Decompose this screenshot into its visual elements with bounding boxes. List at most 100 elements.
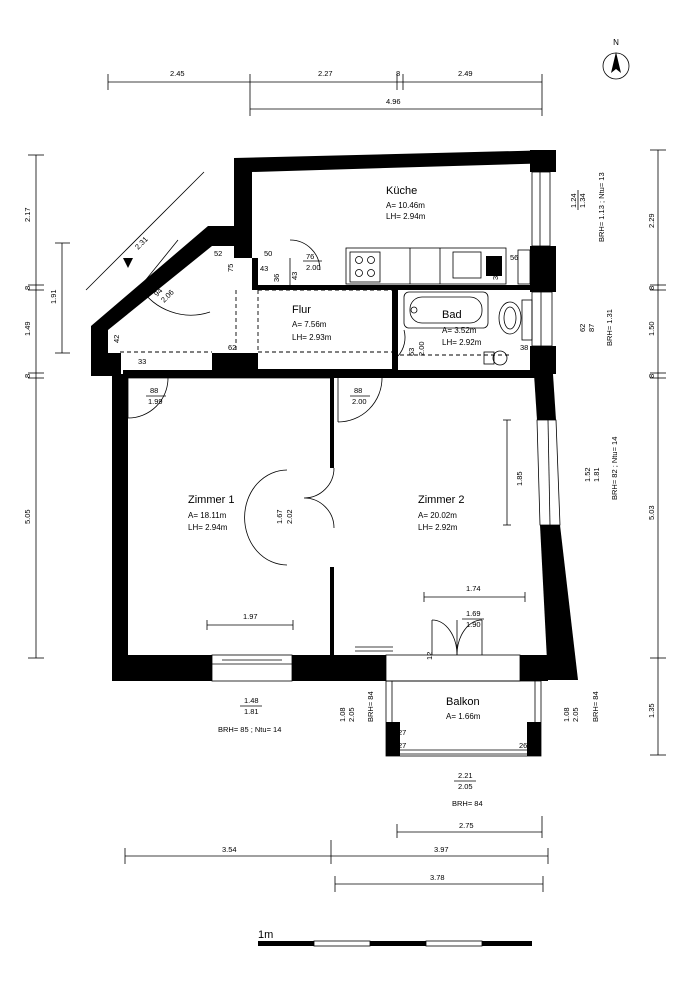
dimension-lines-bottom — [124, 816, 549, 892]
win-z2-bottom: 1.81 — [592, 467, 601, 482]
dim-left-e: 5.05 — [23, 509, 32, 524]
north-arrow: N — [602, 38, 630, 80]
dim-bottom-a: 2.75 — [459, 821, 474, 830]
label-33: 33 — [138, 357, 146, 366]
win-z1-top: 1.48 — [244, 696, 259, 705]
room-name-balkon: Balkon — [446, 696, 480, 708]
label-35: 35 — [491, 272, 500, 280]
label-42: 42 — [112, 335, 121, 343]
room-name-bad: Bad — [442, 309, 462, 321]
dim-right-e: 5.03 — [647, 505, 656, 520]
label-27b: 27 — [398, 741, 406, 750]
balkon-left-top: 1.08 — [338, 707, 347, 722]
dim-right-b: 8 — [647, 286, 656, 290]
annotation-balkon-left: 1.08 2.05 BRH= 84 — [338, 691, 375, 722]
door-z1-top: 88 — [150, 386, 158, 395]
dim-left-c: 1.49 — [23, 321, 32, 336]
balkon-outline — [385, 680, 542, 757]
door-bad-bottom: 2.00 — [417, 341, 426, 356]
kitchen-counter — [345, 247, 507, 285]
balkon-left-bottom: 2.05 — [347, 707, 356, 722]
balkon-right-bottom: 2.05 — [571, 707, 580, 722]
door-double-bottom: 2.02 — [285, 509, 294, 524]
label-36: 36 — [272, 274, 281, 282]
room-bad: Bad A= 3.52m LH= 2.92m — [442, 309, 482, 347]
win-z1-brh: BRH= 85 ; Ntu= 14 — [218, 725, 281, 734]
dim-top-a: 2.45 — [170, 69, 185, 78]
balkon-front-brh: BRH= 84 — [452, 799, 483, 808]
annotation-balkon-front: 2.21 2.05 BRH= 84 — [452, 771, 483, 808]
label-197: 1.97 — [243, 612, 258, 621]
annotation-door-z1: 88 1.99 — [146, 386, 166, 406]
dim-right-c: 1.50 — [647, 321, 656, 336]
label-185: 1.85 — [515, 471, 524, 486]
door-z1-bottom: 1.99 — [148, 397, 163, 406]
scale-bar: 1m — [258, 929, 532, 947]
room-area-kueche: A= 10.46m — [386, 201, 425, 210]
room-name-zimmer2: Zimmer 2 — [418, 494, 464, 506]
room-balkon: Balkon A= 1.66m — [446, 696, 481, 721]
dim-right-d: 8 — [647, 374, 656, 378]
balkon-right-brh: BRH= 84 — [591, 691, 600, 722]
room-height-zimmer1: LH= 2.94m — [188, 523, 228, 532]
annotation-door-balkon: 1.69 1.90 — [462, 609, 484, 629]
win-bad-top: 62 — [578, 324, 587, 332]
dim-left-b: 8 — [23, 286, 32, 290]
interior-walls — [123, 258, 536, 657]
door-bad-top: 63 — [407, 348, 416, 356]
room-name-kueche: Küche — [386, 185, 417, 197]
dim-top-b: 2.27 — [318, 69, 333, 78]
label-43b: 43 — [290, 272, 299, 280]
door-balkon-bottom: 1.90 — [466, 620, 481, 629]
room-flur: Flur A= 7.56m LH= 2.93m — [292, 304, 332, 342]
dim-left-a: 2.17 — [23, 207, 32, 222]
annotation-win-bad: 62 87 BRH= 1.31 — [578, 309, 614, 346]
dimension-lines-top — [107, 74, 543, 116]
doors — [123, 239, 526, 656]
label-12: 12 — [425, 652, 434, 660]
label-52: 52 — [214, 249, 222, 258]
win-z2-top: 1.52 — [583, 467, 592, 482]
windows — [211, 171, 561, 682]
annotation-win-kueche: 1.24 1.34 BRH= 1.13 ; Ntu= 13 — [569, 172, 606, 242]
room-area-balkon: A= 1.66m — [446, 712, 481, 721]
win-kueche-top: 1.24 — [569, 193, 578, 208]
room-area-bad: A= 3.52m — [442, 326, 477, 335]
door-double-top: 1.67 — [275, 509, 284, 524]
room-area-zimmer1: A= 18.11m — [188, 511, 227, 520]
label-75: 75 — [226, 264, 235, 272]
win-bad-brh: BRH= 1.31 — [605, 309, 614, 346]
dim-right-f: 1.35 — [647, 703, 656, 718]
door-kueche-bottom: 2.00 — [306, 263, 321, 272]
north-label: N — [613, 38, 619, 47]
door-z2-bottom: 2.00 — [352, 397, 367, 406]
dim-top-d: 2.49 — [458, 69, 473, 78]
dim-left-d: 8 — [23, 374, 32, 378]
dim-right-a: 2.29 — [647, 213, 656, 228]
room-zimmer2: Zimmer 2 A= 20.02m LH= 2.92m — [418, 494, 464, 532]
door-balkon-top: 1.69 — [466, 609, 481, 618]
balkon-front-bottom: 2.05 — [458, 782, 473, 791]
dimension-lines-right — [650, 149, 666, 756]
balkon-left-brh: BRH= 84 — [366, 691, 375, 722]
dim-left-g: 2.31 — [133, 235, 150, 252]
dim-bottom-b: 3.54 — [222, 845, 237, 854]
balkon-front-top: 2.21 — [458, 771, 473, 780]
annotation-door-bad: 63 2.00 — [407, 341, 426, 356]
win-kueche-brh: BRH= 1.13 ; Ntu= 13 — [597, 172, 606, 242]
room-name-flur: Flur — [292, 304, 311, 316]
exterior-walls — [91, 150, 578, 756]
room-height-bad: LH= 2.92m — [442, 338, 482, 347]
room-zimmer1: Zimmer 1 A= 18.11m LH= 2.94m — [188, 494, 234, 532]
dim-left-f: 1.91 — [49, 289, 58, 304]
label-43a: 43 — [260, 264, 268, 273]
annotation-win-z2: 1.52 1.81 BRH= 82 ; Ntu= 14 — [583, 437, 619, 500]
room-height-zimmer2: LH= 2.92m — [418, 523, 458, 532]
room-area-zimmer2: A= 20.02m — [418, 511, 457, 520]
dashed-opening-lines — [120, 289, 510, 356]
annotation-balkon-right: 1.08 2.05 BRH= 84 — [562, 691, 600, 722]
annotation-door-double: 1.67 2.02 — [275, 509, 294, 524]
room-area-flur: A= 7.56m — [292, 320, 327, 329]
dim-bottom-d: 3.78 — [430, 873, 445, 882]
